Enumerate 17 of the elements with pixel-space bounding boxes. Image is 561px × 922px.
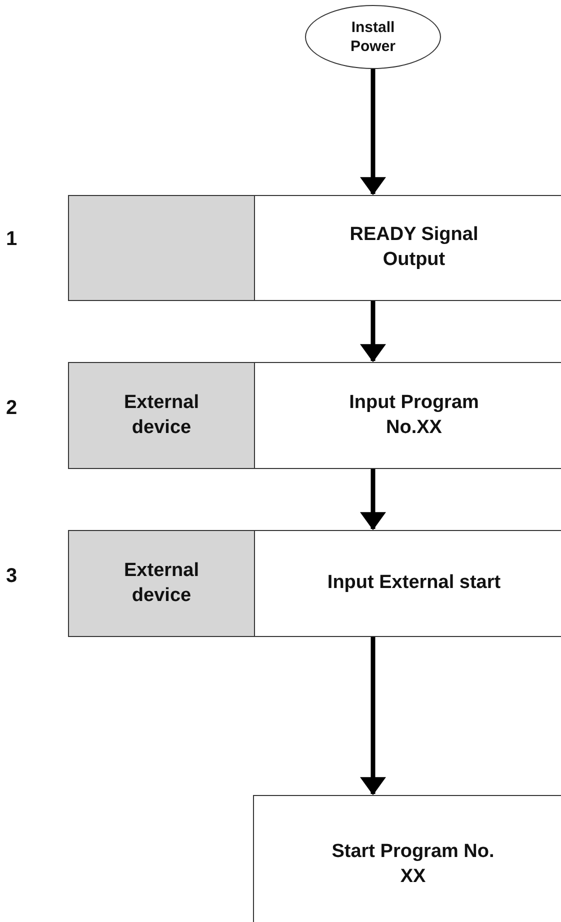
step-number: 2 — [6, 397, 18, 420]
step-box — [254, 195, 561, 301]
node-text: External device — [123, 390, 200, 440]
step-number: 1 — [6, 228, 18, 251]
step-box — [254, 362, 561, 469]
node-text: Input External start — [326, 571, 502, 596]
step-box — [254, 530, 561, 637]
actor-cell — [68, 195, 255, 301]
step-number: 3 — [6, 565, 18, 588]
step-box — [253, 795, 561, 922]
node-text: READY Signal Output — [348, 223, 480, 272]
actor-cell — [68, 362, 255, 469]
node-text: Start Program No. XX — [330, 840, 496, 889]
actor-cell — [68, 530, 255, 637]
node-text: External device — [123, 558, 200, 608]
node-text: Install Power — [349, 18, 396, 56]
node-text: Input Program No.XX — [348, 390, 480, 440]
